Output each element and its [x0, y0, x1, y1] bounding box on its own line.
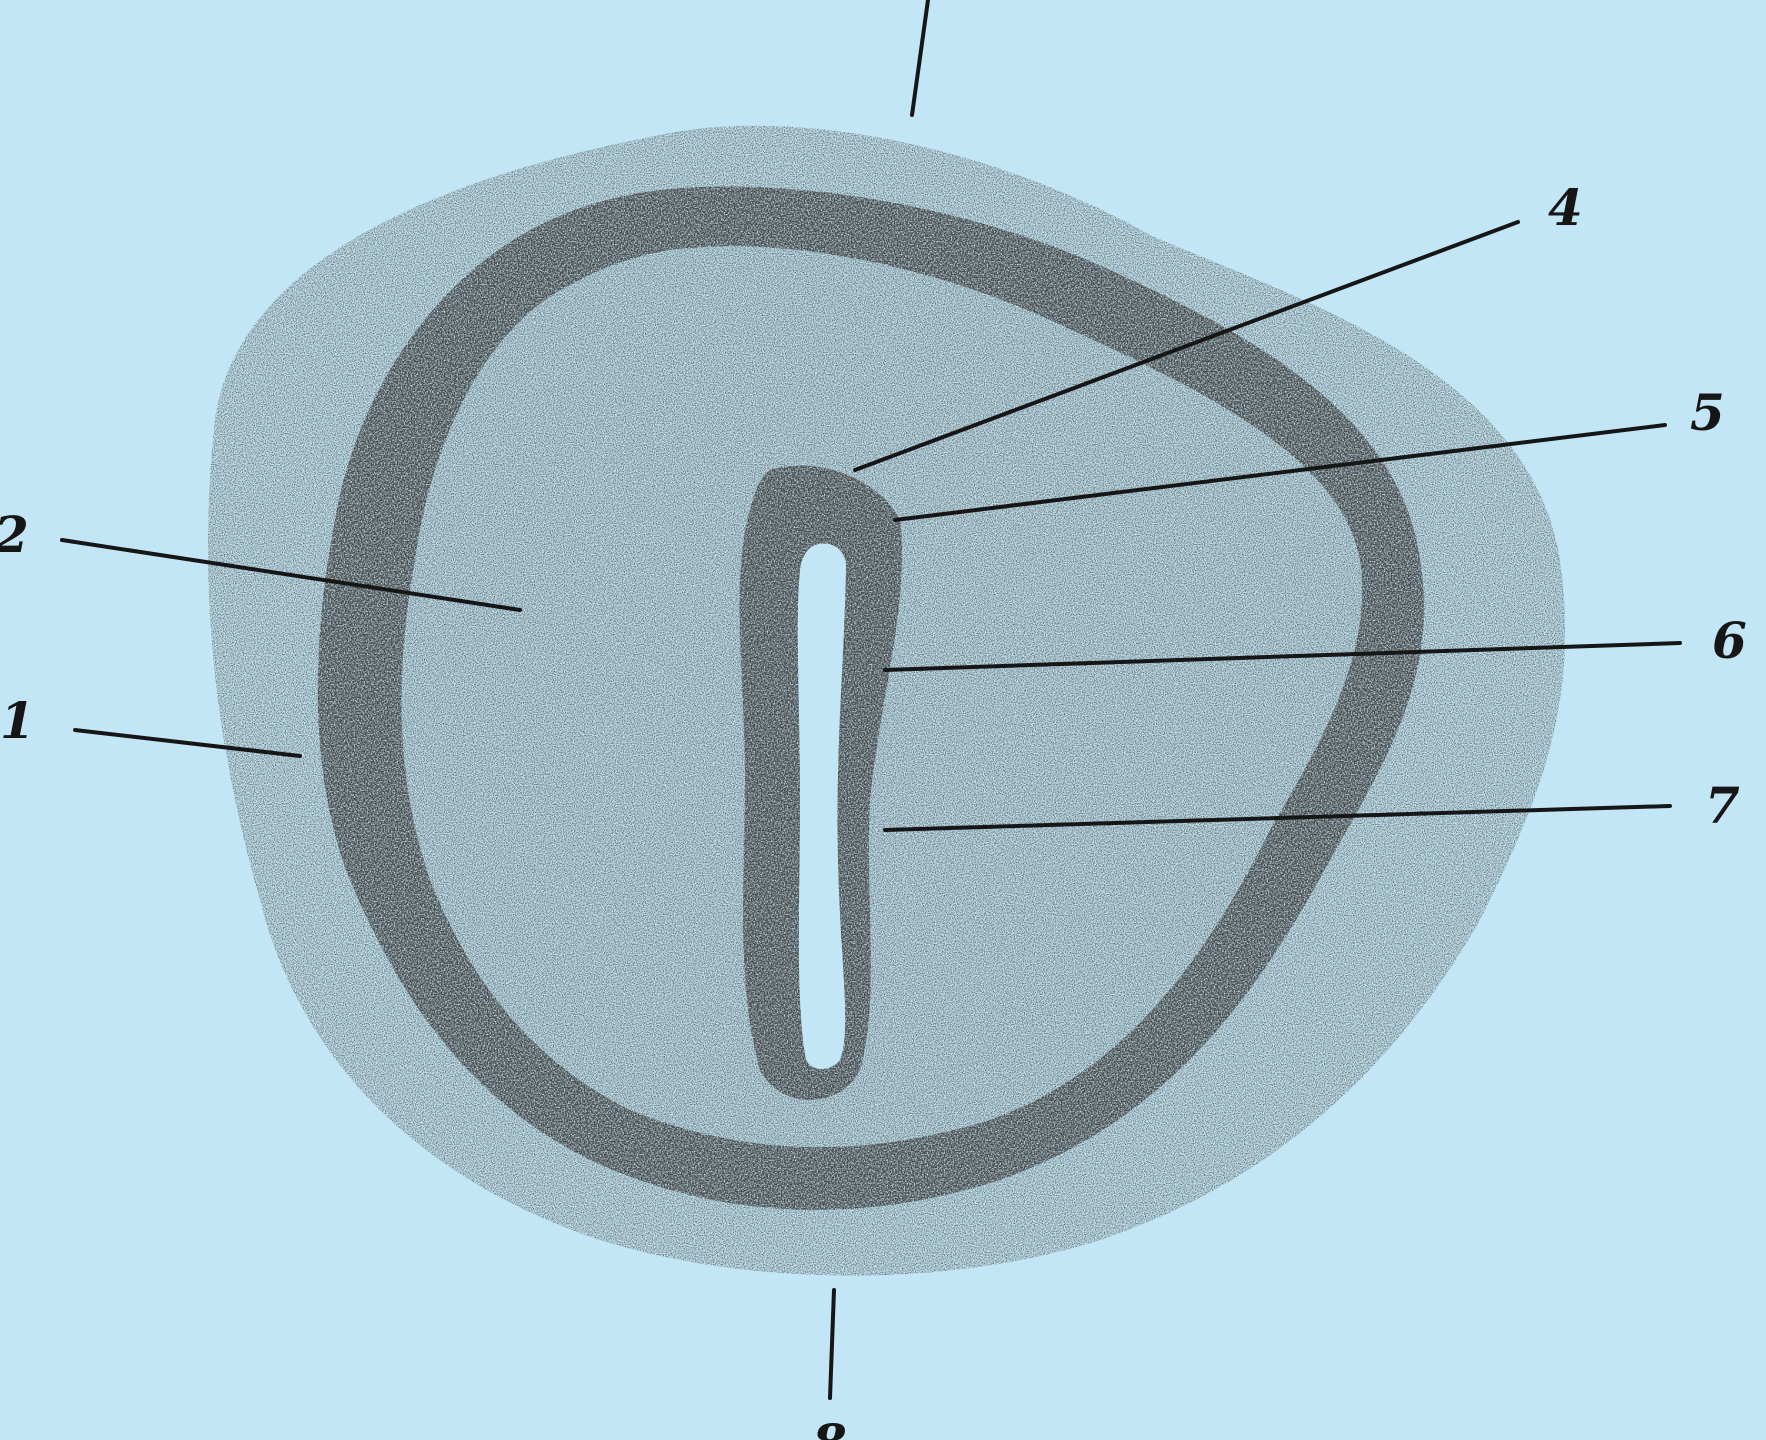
label-2: 2	[0, 505, 29, 564]
label-6: 6	[1712, 611, 1747, 670]
leader-line-top	[912, 0, 928, 115]
label-1: 1	[0, 691, 35, 750]
leader-line-8	[830, 1290, 834, 1398]
label-4: 4	[1548, 178, 1583, 237]
label-5: 5	[1690, 383, 1725, 442]
label-8: 8	[811, 1413, 847, 1440]
label-7: 7	[1705, 776, 1740, 835]
